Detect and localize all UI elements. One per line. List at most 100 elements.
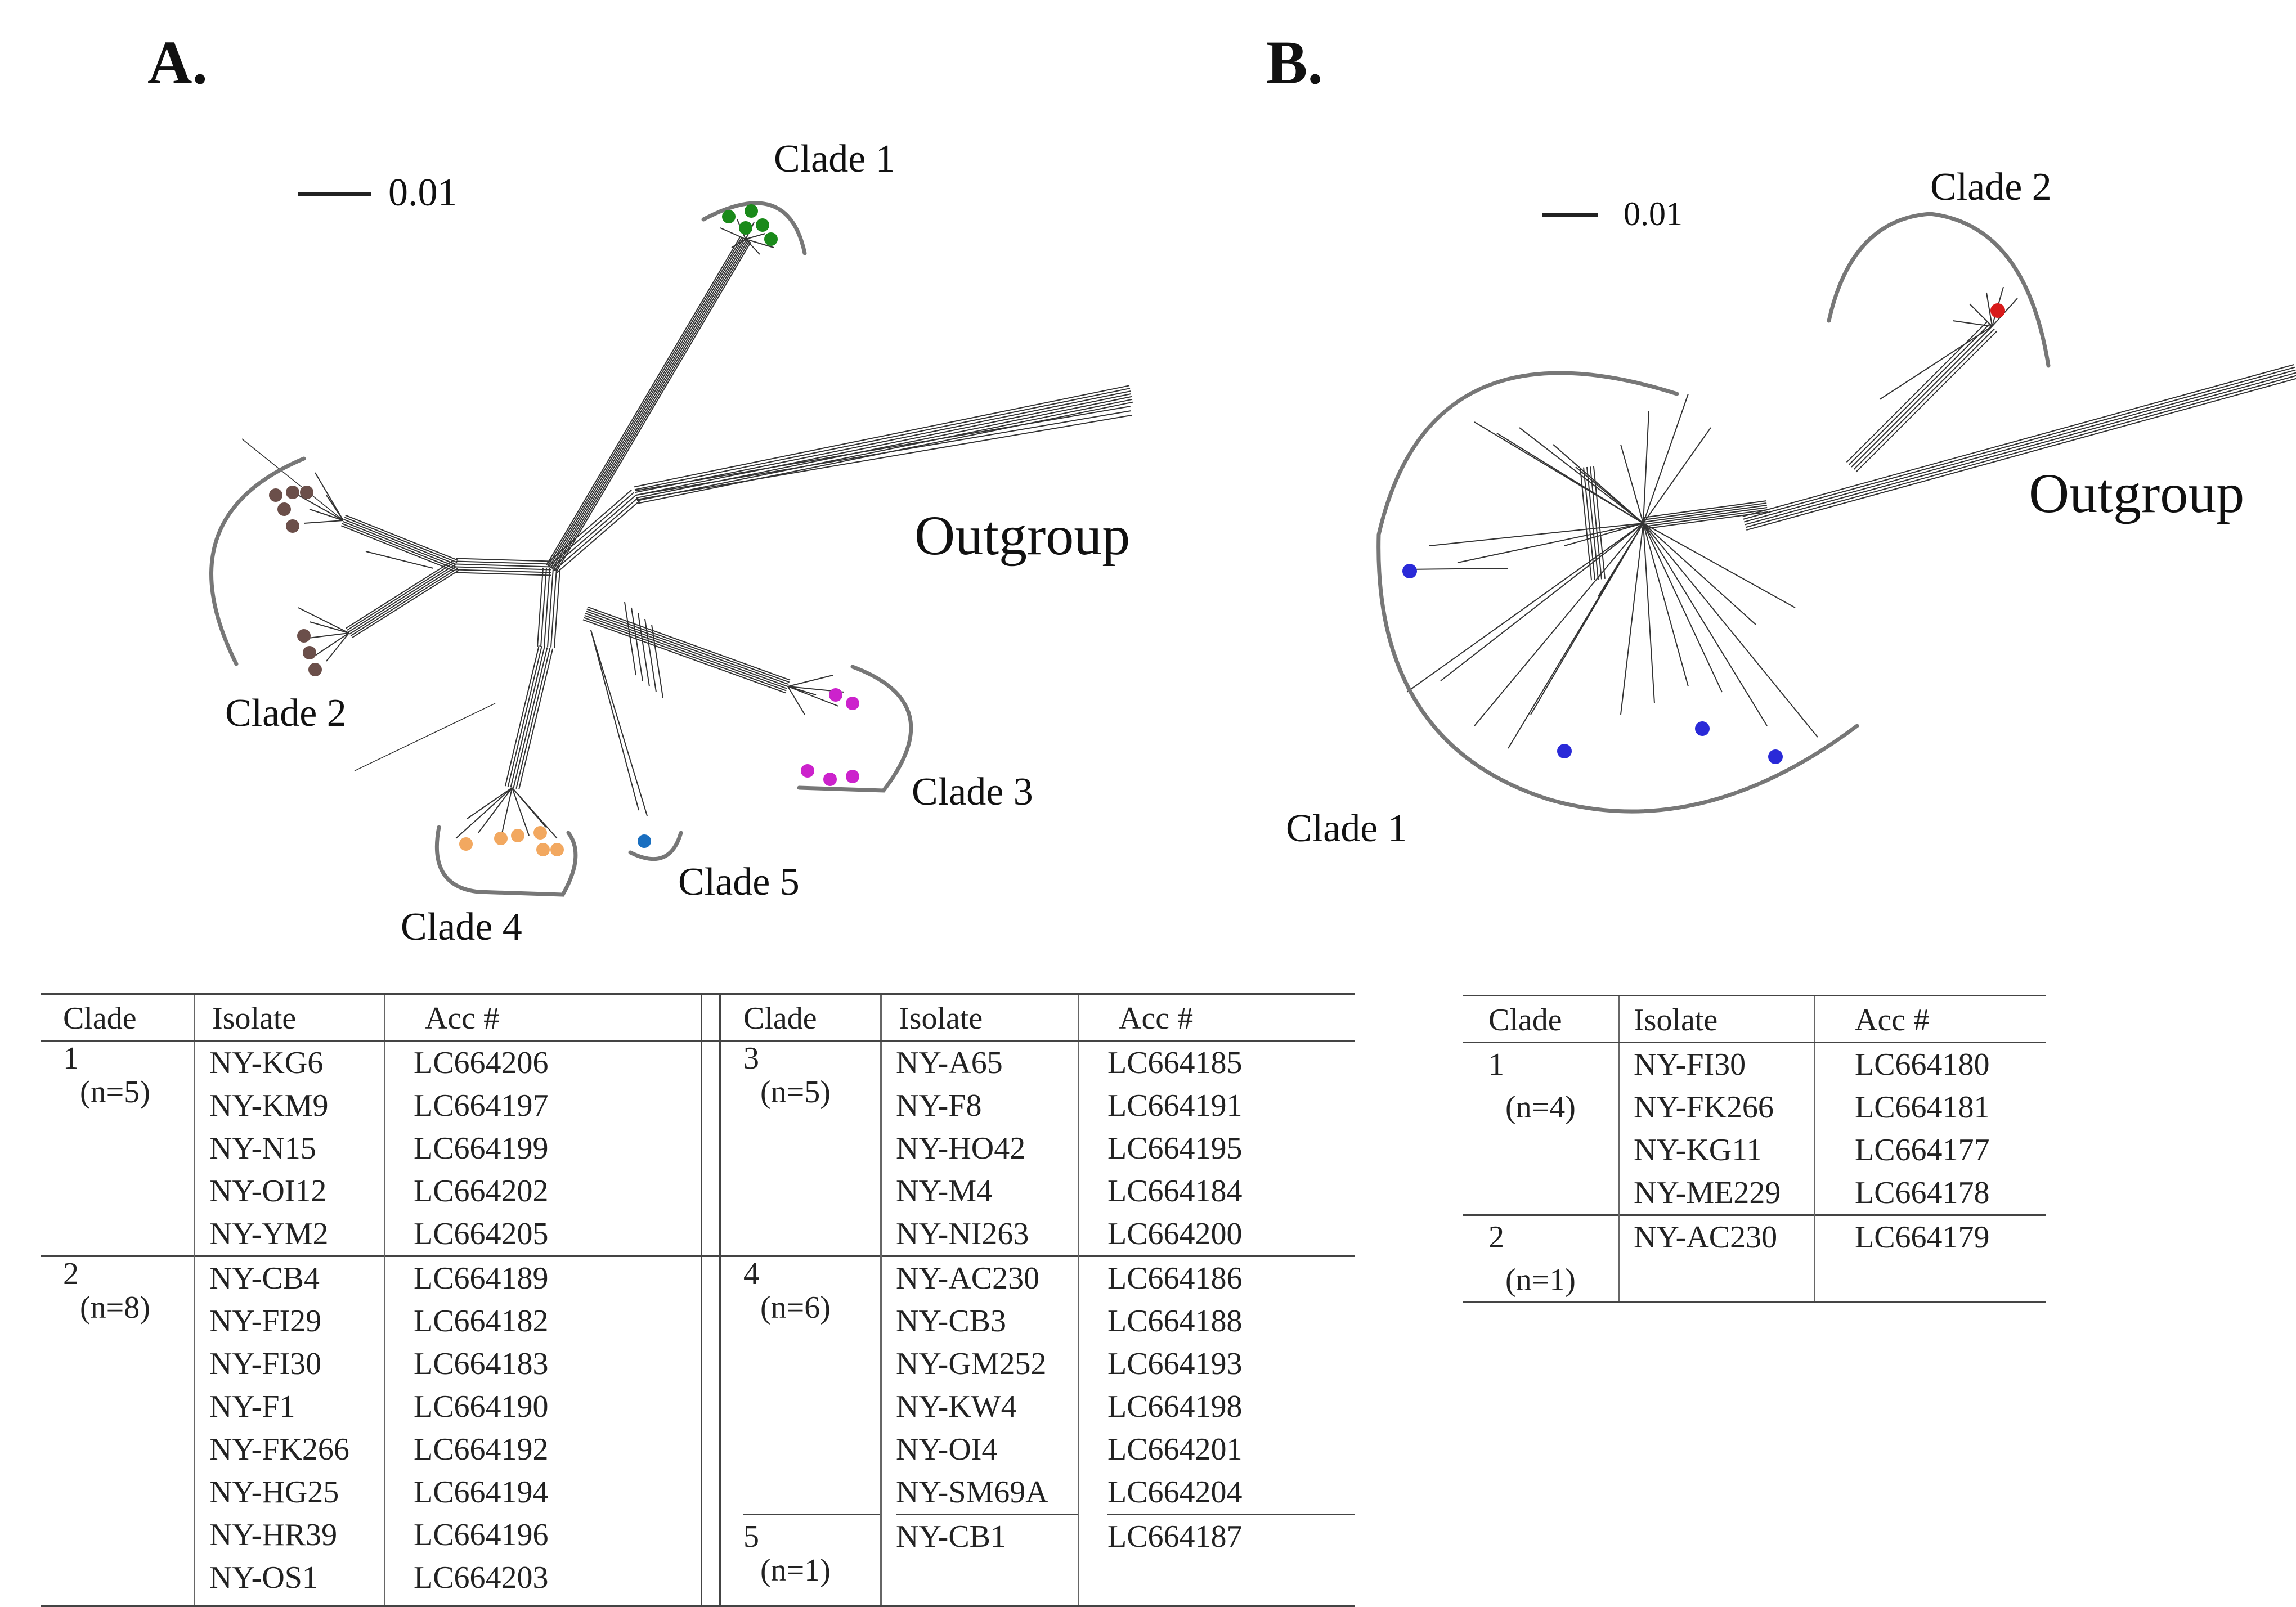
network-branch <box>303 520 344 524</box>
network-branch <box>635 406 1131 492</box>
isolate-name: NY-CB4 <box>209 1261 320 1296</box>
isolate-dot <box>1557 744 1572 758</box>
network-branch <box>510 647 545 788</box>
panel-b-letter: B. <box>1266 28 1323 97</box>
accession-number: LC664205 <box>414 1217 549 1251</box>
network-branch <box>787 686 805 715</box>
network-branch <box>1643 523 1723 693</box>
network-branch <box>1575 466 1644 524</box>
isolate-header: Isolate <box>1618 995 1815 1043</box>
network-branch <box>1643 502 1767 521</box>
network-branch <box>303 632 349 639</box>
isolate-dot <box>286 519 299 533</box>
network-branch <box>456 558 552 562</box>
isolate-dot <box>308 663 322 676</box>
clade-3-arc <box>797 665 913 793</box>
isolate-name: NY-AC230 <box>1634 1220 1778 1255</box>
isolate-header: Isolate <box>880 993 1079 1042</box>
accession-number: LC664192 <box>414 1432 549 1467</box>
network-branch <box>745 233 766 240</box>
accession-number: LC664191 <box>1107 1088 1243 1123</box>
network-branch <box>1580 468 1593 581</box>
clade-count: (n=5) <box>80 1075 150 1110</box>
network-branch <box>636 398 1133 501</box>
isolate-dot <box>286 486 299 499</box>
network-branch <box>1742 363 2294 517</box>
network-branch <box>455 569 551 573</box>
network-branch <box>1643 523 1655 704</box>
panel-a-outgroup-label: Outgroup <box>914 504 1130 567</box>
network-branch <box>343 519 457 565</box>
clade-5-arc <box>628 831 683 861</box>
network-branch <box>309 621 349 634</box>
isolate-name: NY-M4 <box>896 1174 993 1209</box>
network-branch <box>1855 330 1998 473</box>
accession-number: LC664197 <box>414 1088 549 1123</box>
clade-1-arc <box>1376 371 1859 814</box>
network-branch <box>342 523 455 569</box>
network-branch <box>1643 427 1711 524</box>
clade-number: 2 <box>1488 1220 1504 1255</box>
clade-count: (n=4) <box>1505 1090 1576 1125</box>
network-branch <box>1643 410 1649 524</box>
isolate-name: NY-FI30 <box>1634 1047 1746 1082</box>
isolate-dot <box>494 832 508 845</box>
network-branch <box>540 568 548 647</box>
clade-3-label: Clade 3 <box>912 770 1033 814</box>
network-branch <box>365 551 434 569</box>
isolate-dot <box>846 697 859 710</box>
network-branch <box>587 606 791 681</box>
panel-b-clade-arcs <box>1376 212 2051 814</box>
network-branch <box>504 645 540 787</box>
network-branch <box>549 492 634 567</box>
network-branch <box>354 703 496 771</box>
panel-a-network: 0.01 Outgroup Clade 1 Clade 2 Clade 3 Cl… <box>209 137 1133 949</box>
accession-number: LC664179 <box>1855 1220 1990 1255</box>
network-branch <box>787 675 833 687</box>
network-branch <box>455 787 513 839</box>
clade-header: Clade <box>41 993 195 1042</box>
network-branch <box>518 648 554 790</box>
isolate-name: NY-AC230 <box>896 1261 1040 1296</box>
network-branch <box>326 632 349 662</box>
network-branch <box>1986 292 1993 327</box>
network-branch <box>1879 326 1993 400</box>
network-branch <box>582 619 786 694</box>
network-branch <box>546 236 741 566</box>
network-branch <box>1457 523 1644 563</box>
isolate-dot <box>756 218 769 232</box>
network-branch <box>241 438 344 521</box>
network-branch <box>555 500 641 574</box>
panel-b-network: 0.01 Outgroup Clade 1 Clade 2 <box>1286 165 2296 850</box>
clade-number: 1 <box>1488 1047 1504 1082</box>
clade-1-label: Clade 1 <box>1286 807 1407 850</box>
network-branch <box>455 566 551 571</box>
network-branch <box>298 607 349 634</box>
isolate-name: NY-CB1 <box>896 1519 1007 1554</box>
network-branch <box>512 787 558 839</box>
accession-number: LC664180 <box>1855 1047 1990 1082</box>
panel-b-isolate-dots <box>1402 303 2005 764</box>
network-branch <box>1643 523 1818 738</box>
isolate-name: NY-FK266 <box>1634 1090 1774 1125</box>
network-branch <box>500 787 513 839</box>
isolate-name: NY-YM2 <box>209 1217 329 1251</box>
network-branch <box>315 632 349 656</box>
network-branch <box>731 239 746 248</box>
accession-number: LC664185 <box>1107 1045 1243 1080</box>
network-branch <box>1564 523 1644 546</box>
accession-number: LC664198 <box>1107 1389 1243 1424</box>
clade-5-label: Clade 5 <box>678 860 800 904</box>
isolate-dot <box>533 826 547 840</box>
network-branch <box>350 568 458 636</box>
network-branch <box>1589 466 1602 580</box>
acc-header: Acc # <box>1078 993 1355 1042</box>
network-branch <box>512 787 530 836</box>
isolate-name: NY-N15 <box>209 1131 316 1166</box>
isolate-name: NY-KM9 <box>209 1088 329 1123</box>
network-branch <box>631 607 643 681</box>
clade-1-label: Clade 1 <box>774 137 895 181</box>
